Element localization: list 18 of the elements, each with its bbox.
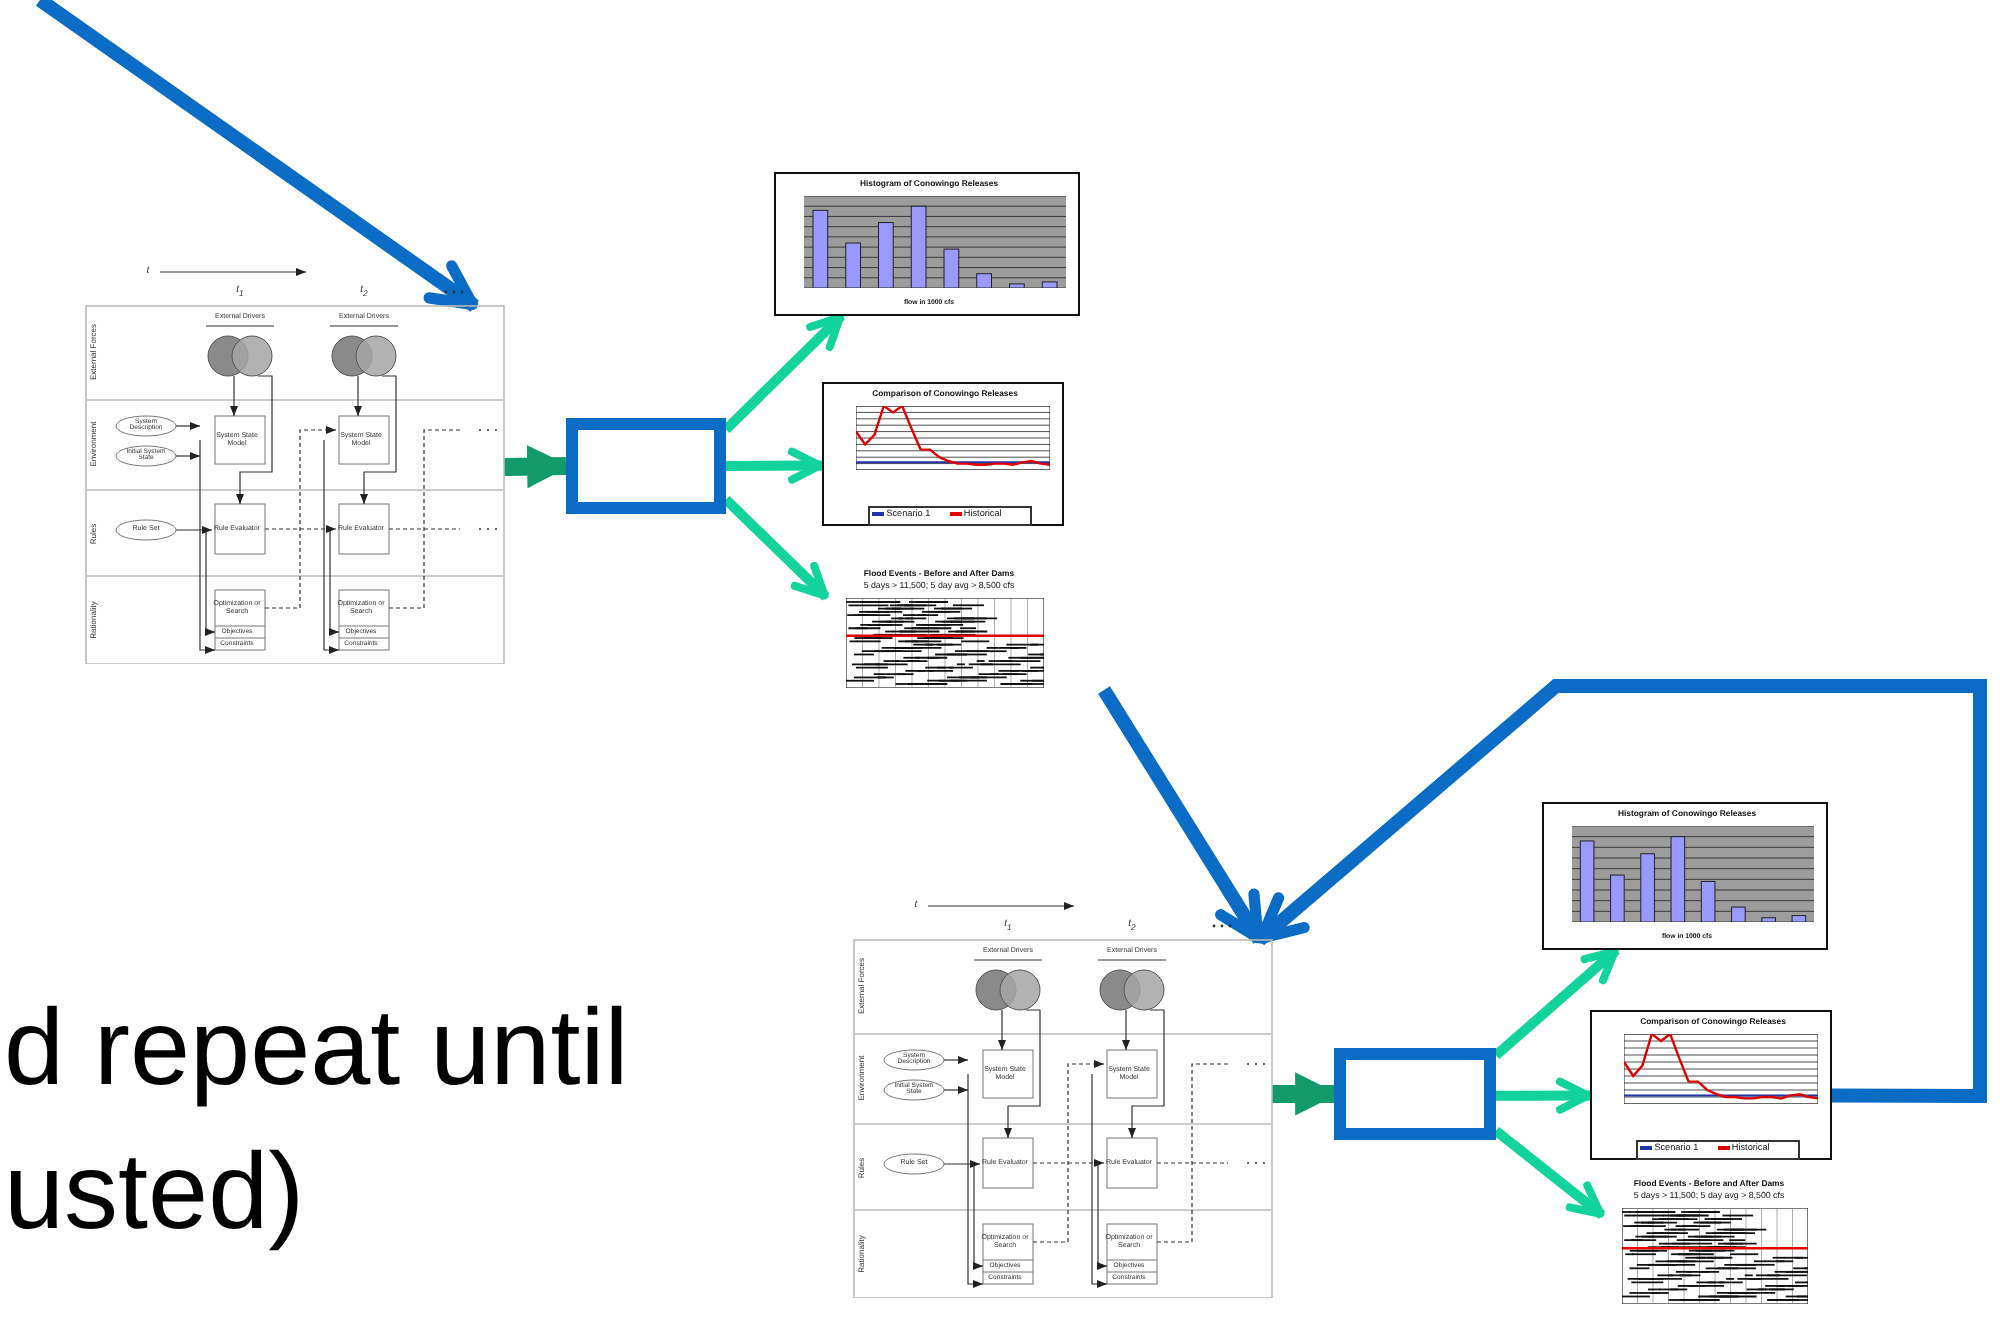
arrow [722,312,845,434]
block-arrow [1272,1072,1339,1116]
arrow [726,447,824,484]
empty-box [566,418,726,514]
arrow [1492,1126,1606,1219]
block-arrow [503,445,571,489]
slide-text: d repeat until usted) [4,986,631,1256]
arrow [35,0,479,312]
arrow [1254,679,1987,1104]
chart-card [1590,1010,1832,1160]
arrow [1496,1077,1592,1114]
chart-card [822,382,1064,526]
empty-box [1334,1048,1496,1140]
arrow [1492,946,1620,1060]
arrow [722,496,830,601]
chart-card [1542,802,1828,950]
chart-card [774,172,1080,316]
arrow [1098,686,1266,944]
